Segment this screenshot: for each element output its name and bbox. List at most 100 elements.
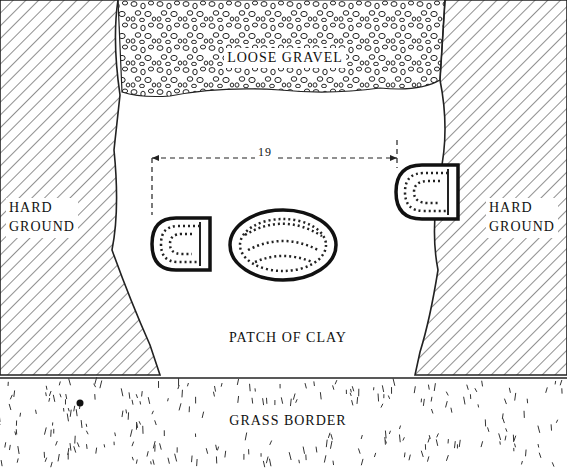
grass-stroke	[195, 397, 196, 404]
grass-stroke	[524, 411, 525, 418]
grass-stroke	[261, 453, 262, 457]
grass-stroke	[521, 461, 523, 464]
grass-stroke	[86, 444, 88, 449]
grass-stroke	[451, 408, 452, 413]
grass-stroke	[132, 400, 134, 405]
grass-stroke	[503, 418, 505, 423]
grass-stroke	[346, 390, 347, 394]
grass-stroke	[332, 461, 334, 465]
grass-stroke	[191, 456, 193, 463]
grass-stroke	[0, 415, 1, 422]
grass-stroke	[434, 383, 435, 391]
grass-stroke	[274, 400, 275, 405]
grass-stroke	[8, 382, 9, 386]
ground-label: HARD GROUND	[6, 198, 78, 238]
grass-stroke	[187, 383, 189, 386]
grass-stroke	[136, 459, 138, 463]
grass-stroke	[86, 424, 88, 427]
grass-stroke	[128, 412, 129, 419]
grass-stroke	[328, 433, 330, 438]
grass-stroke	[296, 399, 297, 403]
grass-stroke	[556, 420, 557, 423]
grass-stroke	[515, 393, 516, 401]
grass-stroke	[153, 459, 154, 464]
grass-stroke	[168, 458, 169, 464]
area-label: GRASS BORDER	[226, 411, 349, 432]
grass-stroke	[356, 397, 358, 404]
grass-stroke	[425, 444, 426, 450]
grass-stroke	[195, 434, 196, 437]
grass-stroke	[280, 384, 281, 388]
grass-stroke	[464, 397, 465, 405]
grass-stroke	[86, 431, 88, 435]
grass-stroke	[404, 452, 406, 457]
grass-stroke	[352, 386, 354, 391]
grass-stroke	[177, 447, 178, 452]
burial-right	[396, 165, 458, 219]
grass-stroke	[324, 455, 326, 462]
grass-stroke	[69, 443, 71, 450]
grass-stroke	[555, 381, 557, 384]
grass-stroke	[132, 457, 133, 460]
grass-stroke	[53, 429, 54, 434]
grass-stroke	[136, 423, 137, 429]
grass-stroke	[53, 395, 54, 402]
burial-center	[230, 210, 336, 280]
grass-stroke	[361, 459, 363, 465]
grass-stroke	[16, 429, 17, 434]
grass-stroke	[431, 397, 433, 402]
grass-stroke	[459, 440, 461, 447]
ground-label: HARD GROUND	[486, 198, 558, 238]
grass-stroke	[150, 461, 152, 464]
grass-stroke	[330, 441, 332, 449]
grass-stroke	[175, 454, 177, 462]
grass-stroke	[248, 449, 249, 454]
grass-stroke	[52, 422, 53, 425]
grass-stroke	[44, 427, 46, 434]
grass-stroke	[358, 448, 360, 453]
grass-stroke	[502, 413, 504, 418]
grass-stroke	[245, 433, 246, 441]
grass-stroke	[196, 459, 197, 466]
grass-stroke	[552, 462, 554, 466]
grass-stroke	[428, 385, 430, 390]
grass-stroke	[389, 431, 390, 434]
grass-stroke	[148, 397, 149, 404]
grass-stroke	[243, 454, 244, 460]
gravel-bed	[118, 0, 445, 97]
grass-stroke	[81, 420, 83, 428]
material-label: LOOSE GRAVEL	[224, 48, 346, 69]
grass-tufts	[0, 377, 562, 467]
grass-stroke	[437, 433, 439, 437]
grass-stroke	[374, 453, 375, 457]
grass-stroke	[65, 399, 66, 404]
grass-stroke	[383, 394, 384, 398]
grass-stroke	[48, 398, 50, 402]
grass-stroke	[68, 408, 70, 411]
grass-stroke	[505, 436, 507, 441]
grass-stroke	[142, 426, 143, 434]
grass-stroke	[139, 401, 141, 404]
grass-stroke	[446, 401, 448, 407]
grass-stroke	[538, 426, 540, 433]
dimension-number: 19	[255, 143, 275, 161]
grass-stroke	[216, 445, 217, 450]
grass-stroke	[74, 446, 76, 452]
grass-stroke	[421, 399, 422, 403]
grass-stroke	[378, 394, 380, 402]
grass-stroke	[560, 380, 562, 385]
grass-stroke	[350, 393, 351, 396]
grass-stroke	[9, 445, 11, 450]
grass-stroke	[262, 398, 264, 405]
grass-stroke	[164, 430, 165, 436]
grass-stroke	[350, 389, 352, 392]
grass-stroke	[45, 392, 47, 396]
grass-stroke	[19, 413, 21, 417]
grass-stroke	[252, 398, 254, 404]
grass-stroke	[152, 411, 154, 414]
grass-stroke	[388, 396, 389, 399]
grass-stroke	[538, 444, 540, 447]
grass-stroke	[266, 398, 267, 404]
grass-stroke	[74, 406, 75, 412]
grass-stroke	[129, 392, 131, 398]
